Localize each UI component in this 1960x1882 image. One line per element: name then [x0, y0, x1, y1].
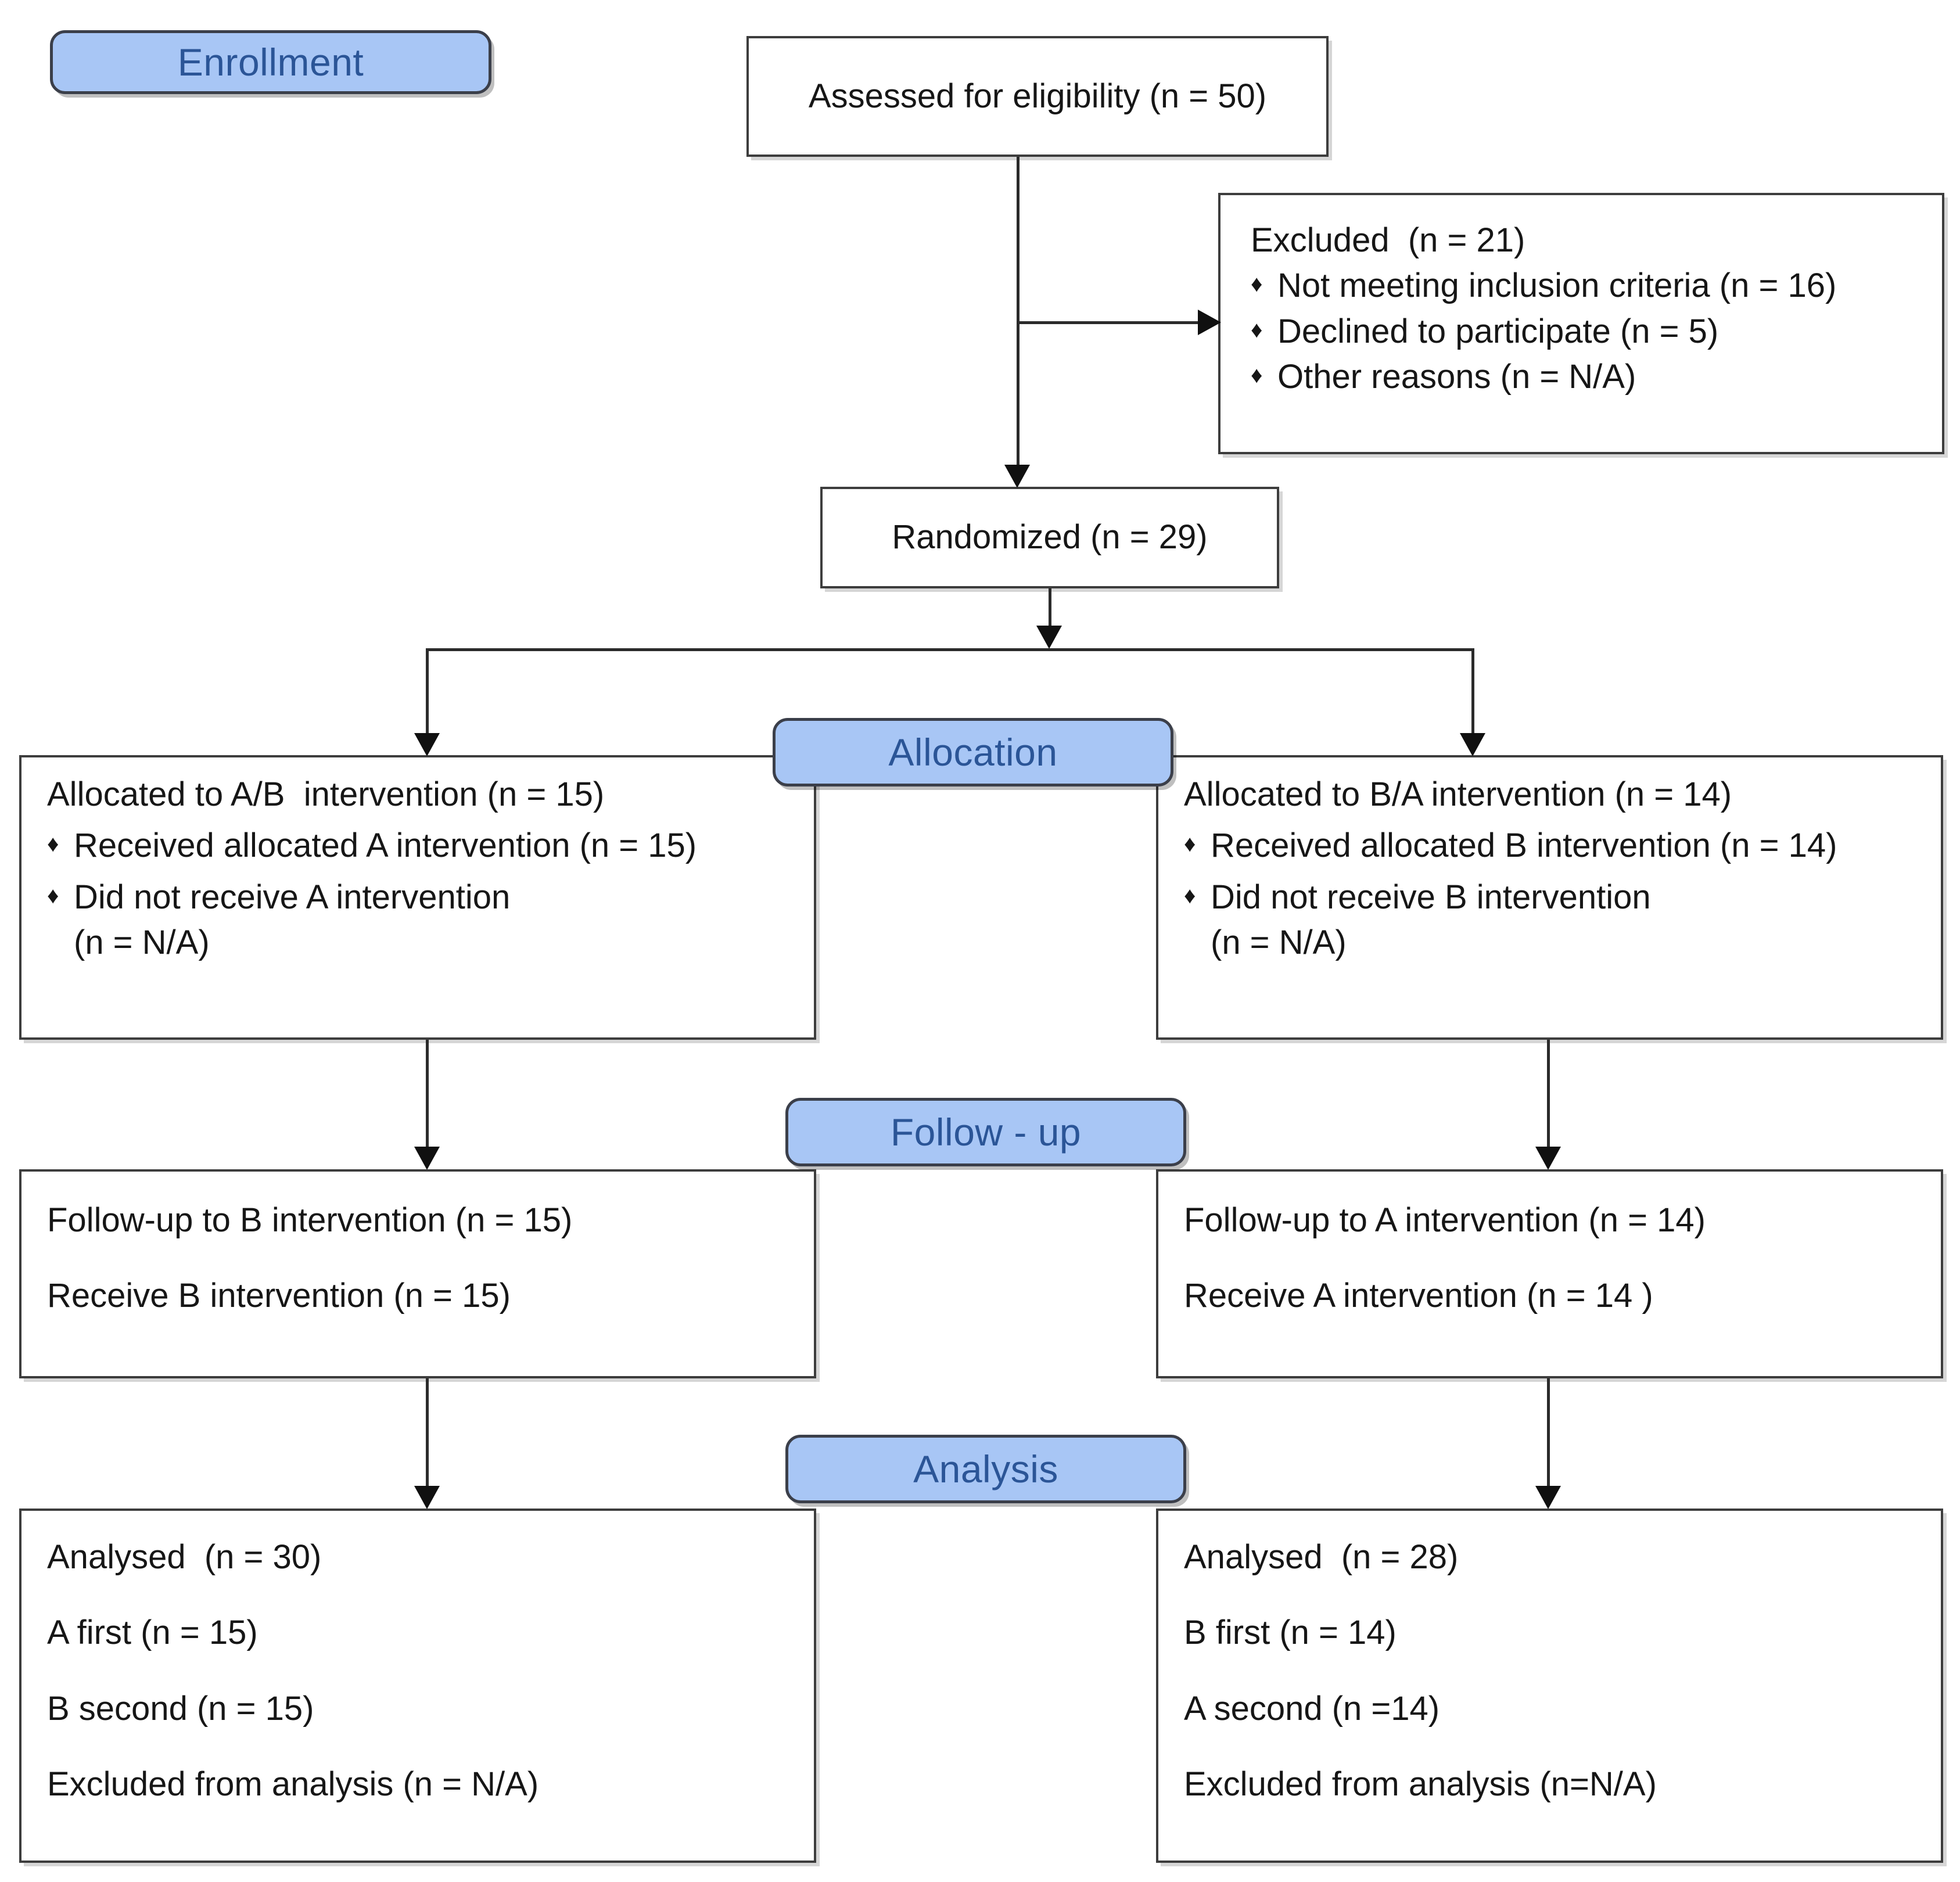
diamond-bullet-icon: ♦ [1184, 831, 1196, 857]
excluded-reason-label: Other reasons (n = N/A) [1277, 358, 1636, 396]
excluded-reason-item: ♦ Not meeting inclusion criteria (n = 16… [1251, 266, 1912, 306]
node-body: Excluded (n = 21) ♦ Not meeting inclusio… [1220, 195, 1942, 452]
allocation-right-bullet-label: Did not receive B intervention [1211, 878, 1651, 916]
excluded-title: Excluded (n = 21) [1251, 221, 1525, 259]
connector-followup-left-to-analysis [426, 1378, 429, 1490]
arrowhead-followup-left [414, 1147, 440, 1170]
connector-split-right [1471, 648, 1474, 735]
randomized-label: Randomized (n = 29) [892, 518, 1208, 556]
connector-followup-right-to-analysis [1547, 1378, 1550, 1490]
allocation-left-bullet: ♦ Did not receive A intervention [47, 878, 788, 917]
stage-badge-enrollment: Enrollment [50, 30, 491, 94]
connector-randomized-stem [1049, 588, 1051, 631]
diamond-bullet-icon: ♦ [47, 831, 59, 857]
allocation-right-continuation: (n = N/A) [1211, 924, 1347, 962]
allocation-right-bullet: ♦ Did not receive B intervention [1184, 878, 1915, 917]
connector-split-left [426, 648, 429, 735]
allocation-right-bullet-label: Received allocated B intervention (n = 1… [1211, 827, 1837, 865]
excluded-reason-label: Not meeting inclusion criteria (n = 16) [1277, 267, 1837, 305]
connector-allocation-right-to-followup [1547, 1040, 1550, 1150]
excluded-reason-item: ♦ Declined to participate (n = 5) [1251, 312, 1912, 351]
diamond-bullet-icon: ♦ [1184, 882, 1196, 908]
node-randomized: Randomized (n = 29) [820, 487, 1279, 588]
followup-left-line-1: Follow-up to B intervention (n = 15) [47, 1201, 573, 1239]
analysis-left-line-4: Excluded from analysis (n = N/A) [47, 1765, 539, 1804]
node-analysis-right: Analysed (n = 28) B first (n = 14) A sec… [1156, 1509, 1943, 1863]
node-body: Allocated to B/A intervention (n = 14) ♦… [1158, 757, 1941, 1037]
arrowhead-randomized-split [1036, 626, 1062, 649]
allocation-left-continuation: (n = N/A) [74, 924, 210, 962]
node-followup-right: Follow-up to A intervention (n = 14) Rec… [1156, 1169, 1943, 1378]
node-body: Allocated to A/B intervention (n = 15) ♦… [21, 757, 814, 1037]
excluded-reason-item: ♦ Other reasons (n = N/A) [1251, 357, 1912, 397]
arrowhead-to-excluded [1198, 310, 1221, 335]
node-body: Analysed (n = 30) A first (n = 15) B sec… [21, 1511, 814, 1861]
diamond-bullet-icon: ♦ [1251, 317, 1263, 343]
node-assessed-for-eligibility: Assessed for eligibility (n = 50) [746, 36, 1329, 157]
node-body: Follow-up to A intervention (n = 14) Rec… [1158, 1172, 1941, 1376]
arrowhead-analysis-right [1535, 1486, 1561, 1509]
excluded-reason-label: Declined to participate (n = 5) [1277, 312, 1719, 350]
stage-badge-analysis: Analysis [785, 1435, 1186, 1503]
diamond-bullet-icon: ♦ [1251, 362, 1263, 389]
allocation-right-heading: Allocated to B/A intervention (n = 14) [1184, 775, 1732, 813]
node-body: Assessed for eligibility (n = 50) [749, 38, 1326, 155]
node-allocation-left: Allocated to A/B intervention (n = 15) ♦… [19, 755, 816, 1040]
node-allocation-right: Allocated to B/A intervention (n = 14) ♦… [1156, 755, 1943, 1040]
node-body: Randomized (n = 29) [823, 489, 1277, 586]
allocation-left-heading: Allocated to A/B intervention (n = 15) [47, 775, 605, 813]
arrowhead-allocation-left [414, 733, 440, 756]
analysis-left-line-3: B second (n = 15) [47, 1689, 314, 1727]
followup-right-line-1: Follow-up to A intervention (n = 14) [1184, 1201, 1706, 1239]
followup-left-line-2: Receive B intervention (n = 15) [47, 1277, 511, 1315]
node-excluded: Excluded (n = 21) ♦ Not meeting inclusio… [1218, 193, 1944, 454]
analysis-right-line-3: A second (n =14) [1184, 1689, 1440, 1727]
stage-badge-followup: Follow - up [785, 1098, 1186, 1166]
arrowhead-to-randomized [1004, 465, 1030, 488]
assessed-label: Assessed for eligibility (n = 50) [808, 77, 1267, 115]
analysis-left-line-2: A first (n = 15) [47, 1614, 258, 1652]
connector-assessed-to-randomized [1017, 157, 1020, 480]
connector-allocation-splitter [427, 648, 1473, 651]
arrowhead-analysis-left [414, 1486, 440, 1509]
allocation-right-bullet: ♦ Received allocated B intervention (n =… [1184, 826, 1915, 865]
arrowhead-allocation-right [1460, 733, 1485, 756]
node-body: Analysed (n = 28) B first (n = 14) A sec… [1158, 1511, 1941, 1861]
diamond-bullet-icon: ♦ [1251, 271, 1263, 297]
diamond-bullet-icon: ♦ [47, 882, 59, 908]
connector-allocation-left-to-followup [426, 1040, 429, 1150]
analysis-left-line-1: Analysed (n = 30) [47, 1538, 322, 1576]
followup-right-line-2: Receive A intervention (n = 14 ) [1184, 1277, 1653, 1315]
allocation-left-bullet-label: Did not receive A intervention [74, 878, 511, 916]
node-followup-left: Follow-up to B intervention (n = 15) Rec… [19, 1169, 816, 1378]
node-body: Follow-up to B intervention (n = 15) Rec… [21, 1172, 814, 1376]
connector-assessed-to-excluded [1017, 321, 1207, 324]
analysis-right-line-4: Excluded from analysis (n=N/A) [1184, 1765, 1657, 1804]
analysis-right-line-2: B first (n = 14) [1184, 1614, 1397, 1652]
stage-badge-allocation: Allocation [773, 718, 1173, 786]
allocation-left-bullet: ♦ Received allocated A intervention (n =… [47, 826, 788, 865]
arrowhead-followup-right [1535, 1147, 1561, 1170]
allocation-left-bullet-label: Received allocated A intervention (n = 1… [74, 827, 697, 865]
analysis-right-line-1: Analysed (n = 28) [1184, 1538, 1459, 1576]
node-analysis-left: Analysed (n = 30) A first (n = 15) B sec… [19, 1509, 816, 1863]
